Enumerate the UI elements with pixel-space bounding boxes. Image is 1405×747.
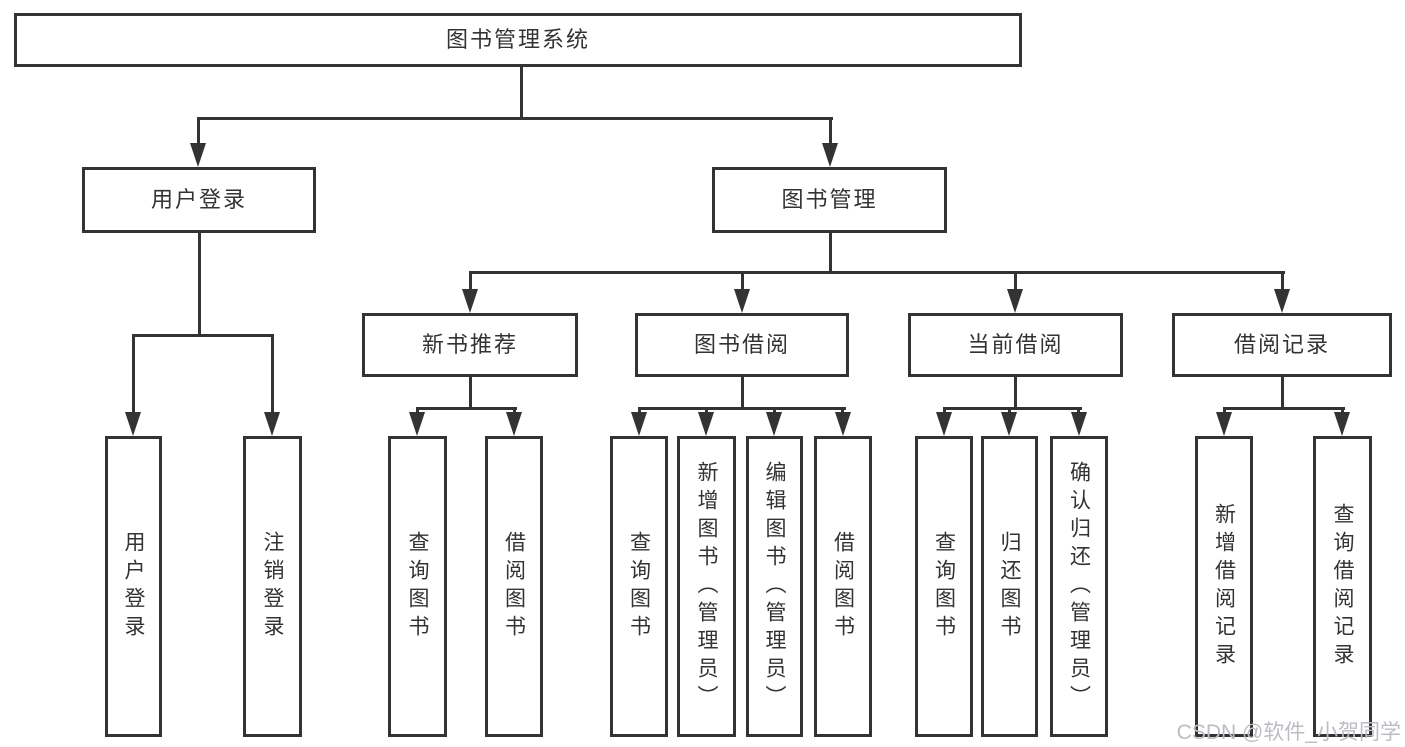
connector-line [197, 118, 200, 148]
leaf-borrow-query-books: 查询图书 [610, 436, 668, 737]
arrowhead-down-icon [835, 412, 851, 436]
node-user-login: 用户登录 [82, 167, 316, 233]
connector-line [469, 377, 472, 410]
connector-line [1281, 377, 1284, 410]
connector-line [469, 271, 1285, 274]
connector-line [829, 118, 832, 148]
arrowhead-down-icon [1274, 289, 1290, 313]
connector-line [829, 233, 832, 274]
connector-line [1223, 407, 1345, 410]
node-book-management: 图书管理 [712, 167, 947, 233]
arrowhead-down-icon [190, 143, 206, 167]
arrowhead-down-icon [462, 289, 478, 313]
connector-line [271, 335, 274, 415]
arrowhead-down-icon [631, 412, 647, 436]
node-current-borrow: 当前借阅 [908, 313, 1123, 377]
arrowhead-down-icon [409, 412, 425, 436]
arrowhead-down-icon [1334, 412, 1350, 436]
leaf-user-login: 用户登录 [105, 436, 162, 737]
connector-line [1014, 272, 1017, 292]
leaf-records-add-record: 新增借阅记录 [1195, 436, 1253, 737]
leaf-borrow-borrow-books: 借阅图书 [814, 436, 872, 737]
watermark: CSDN @软件_小贺同学 [1176, 721, 1401, 744]
leaf-borrow-add-books-admin: 新增图书（管理员） [677, 436, 736, 737]
node-new-book-recommend: 新书推荐 [362, 313, 578, 377]
node-book-borrow: 图书借阅 [635, 313, 849, 377]
connector-line [943, 407, 1082, 410]
arrowhead-down-icon [698, 412, 714, 436]
connector-line [132, 335, 135, 415]
arrowhead-down-icon [125, 412, 141, 436]
leaf-current-return-books: 归还图书 [981, 436, 1038, 737]
leaf-borrow-edit-books-admin: 编辑图书（管理员） [746, 436, 803, 737]
node-borrow-records: 借阅记录 [1172, 313, 1392, 377]
connector-line [638, 407, 846, 410]
leaf-recommend-borrow-books: 借阅图书 [485, 436, 543, 737]
arrowhead-down-icon [506, 412, 522, 436]
arrowhead-down-icon [1071, 412, 1087, 436]
connector-line [132, 334, 274, 337]
arrowhead-down-icon [264, 412, 280, 436]
connector-line [741, 377, 744, 410]
arrowhead-down-icon [936, 412, 952, 436]
connector-line [1281, 272, 1284, 292]
node-library-system: 图书管理系统 [14, 13, 1022, 67]
arrowhead-down-icon [822, 143, 838, 167]
connector-line [1014, 377, 1017, 410]
connector-line [520, 67, 523, 120]
leaf-records-query-record: 查询借阅记录 [1313, 436, 1372, 737]
arrowhead-down-icon [1001, 412, 1017, 436]
arrowhead-down-icon [734, 289, 750, 313]
leaf-recommend-query-books: 查询图书 [388, 436, 447, 737]
connector-line [741, 272, 744, 292]
leaf-current-query-books: 查询图书 [915, 436, 973, 737]
arrowhead-down-icon [766, 412, 782, 436]
leaf-current-confirm-return-admin: 确认归还（管理员） [1050, 436, 1108, 737]
connector-line [197, 117, 833, 120]
leaf-logout: 注销登录 [243, 436, 302, 737]
connector-line [198, 233, 201, 337]
connector-line [469, 272, 472, 292]
arrowhead-down-icon [1007, 289, 1023, 313]
arrowhead-down-icon [1216, 412, 1232, 436]
connector-line [416, 407, 517, 410]
